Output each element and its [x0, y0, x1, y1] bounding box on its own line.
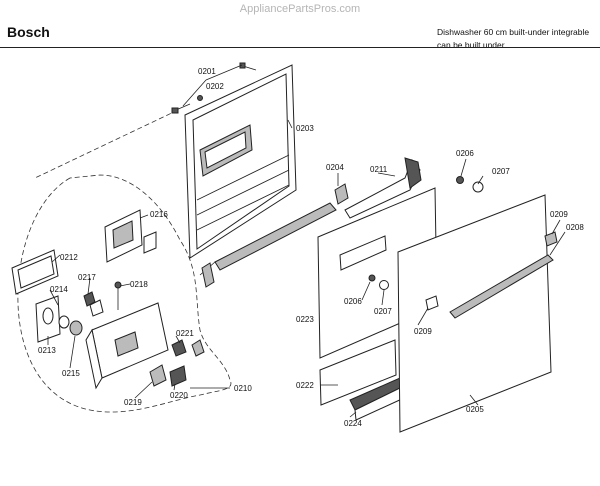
part-0206-mid: [368, 274, 376, 282]
label-0213: 0213: [38, 346, 56, 355]
label-0222: 0222: [296, 381, 314, 390]
description-line-1: Dishwasher 60 cm built-under integrable: [437, 27, 590, 37]
watermark: AppliancePartsPros.com: [239, 3, 361, 15]
cap-0215: [69, 320, 83, 336]
front-panel-0205: [397, 194, 552, 433]
part-0221-a: [171, 339, 187, 357]
ring-0214: [58, 315, 70, 329]
label-0206-mid: 0206: [344, 297, 362, 306]
label-0219: 0219: [124, 398, 142, 407]
part-0220: [169, 365, 187, 387]
header-divider: [0, 47, 600, 48]
bottom-panel-0222: [319, 339, 397, 406]
label-0224: 0224: [344, 419, 362, 428]
reference-dashed-line: [34, 109, 179, 179]
label-0212: 0212: [60, 253, 78, 262]
label-0208: 0208: [566, 223, 584, 232]
label-0214: 0214: [50, 285, 68, 294]
label-0205: 0205: [466, 405, 484, 414]
model-description: Dishwasher 60 cm built-under integrable …: [437, 26, 597, 52]
label-0201: 0201: [198, 67, 216, 76]
part-0206-top: [456, 176, 464, 184]
description-line-2: can be built under: [437, 40, 505, 50]
screw-0201-right: [239, 62, 257, 71]
handle-0208: [449, 254, 554, 319]
dispenser-body-0210: [85, 302, 169, 390]
label-0207-mid: 0207: [374, 307, 392, 316]
label-0217: 0217: [78, 273, 96, 282]
label-0211: 0211: [370, 165, 388, 174]
label-0204: 0204: [326, 163, 344, 172]
lever-0211: [344, 159, 421, 219]
washer-0207-top: [472, 181, 484, 193]
endcap-0209-right: [544, 231, 558, 247]
inner-door-panel-0203: [184, 64, 297, 259]
label-0210: 0210: [234, 384, 252, 393]
label-0209-left: 0209: [414, 327, 432, 336]
label-0220: 0220: [170, 391, 188, 400]
label-0223: 0223: [296, 315, 314, 324]
label-0218: 0218: [130, 280, 148, 289]
part-0204: [334, 183, 349, 205]
label-0215: 0215: [62, 369, 80, 378]
label-0207-top: 0207: [492, 167, 510, 176]
door-seal-strip: [214, 202, 337, 271]
brand-name: Bosch: [7, 24, 50, 40]
washer-0207-mid: [379, 280, 389, 290]
label-0209-right: 0209: [550, 210, 568, 219]
label-0203: 0203: [296, 124, 314, 133]
label-0202: 0202: [206, 82, 224, 91]
part-0221-b: [191, 339, 205, 357]
label-0221: 0221: [176, 329, 194, 338]
spring-0219: [149, 364, 167, 387]
label-0216: 0216: [150, 210, 168, 219]
label-0206-top: 0206: [456, 149, 474, 158]
screw-0201-left: [171, 103, 191, 114]
endcap-0209-left: [425, 295, 439, 311]
part-0202: [197, 95, 203, 101]
